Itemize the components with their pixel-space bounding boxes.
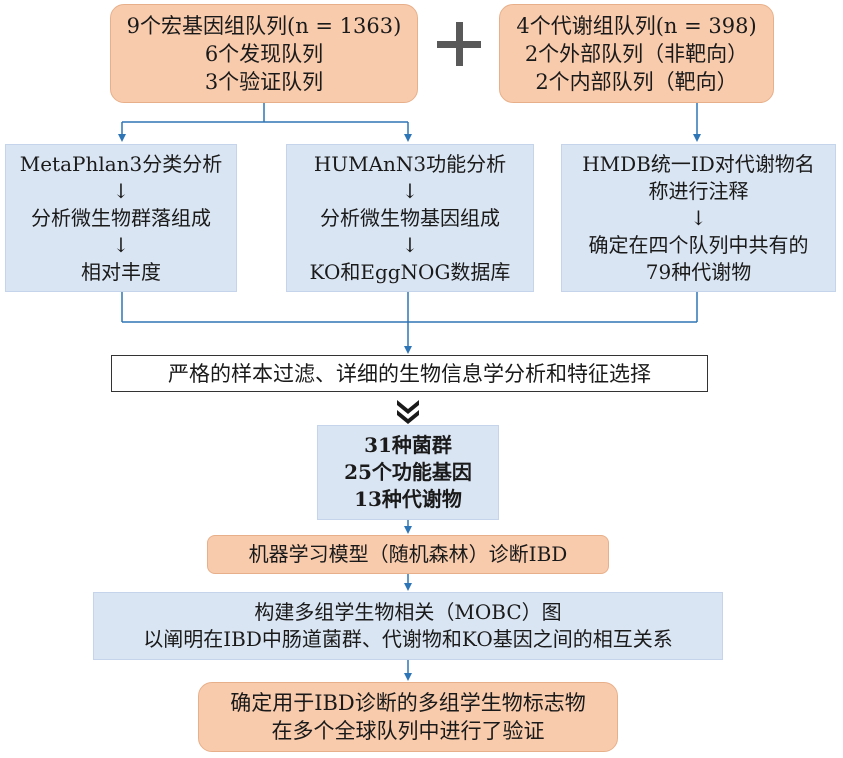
features-line-1: 31种菌群 — [364, 433, 452, 457]
ml-model-label: 机器学习模型（随机森林）诊断IBD — [248, 542, 568, 566]
double-chevron-down-icon — [397, 400, 419, 424]
down-arrow-icon: ↓ — [112, 232, 130, 257]
metagenome-line-2: 6个发现队列 — [204, 41, 324, 66]
metabolite-annotation-box: HMDB统一ID对代谢物名 称进行注释 ↓ 确定在四个队列中共有的 79种代谢物 — [561, 144, 836, 292]
down-arrow-icon: ↓ — [112, 178, 130, 203]
col1-line-5: 相对丰度 — [81, 259, 161, 284]
functional-analysis-box: HUMAnN3功能分析 ↓ 分析微生物基因组成 ↓ KO和EggNOG数据库 — [286, 144, 534, 292]
col1-line-1: MetaPhlan3分类分析 — [19, 151, 223, 176]
filtering-step-box: 严格的样本过滤、详细的生物信息学分析和特征选择 — [111, 355, 708, 392]
col1-line-3: 分析微生物群落组成 — [31, 205, 211, 230]
metabolome-cohorts-box: 4个代谢组队列(n = 398) 2个外部队列（非靶向） 2个内部队列（靶向） — [499, 4, 774, 103]
mobc-line-1: 构建多组学生物相关（MOBC）图 — [254, 600, 562, 624]
down-arrow-icon: ↓ — [401, 232, 419, 257]
mobc-line-2: 以阐明在IBD中肠道菌群、代谢物和KO基因之间的相互关系 — [143, 627, 673, 651]
metagenome-cohorts-box: 9个宏基因组队列(n = 1363) 6个发现队列 3个验证队列 — [110, 4, 418, 103]
col2-line-1: HUMAnN3功能分析 — [313, 151, 507, 176]
final-line-2: 在多个全球队列中进行了验证 — [271, 719, 545, 743]
features-line-3: 13种代谢物 — [354, 487, 462, 511]
metabolome-line-1: 4个代谢组队列(n = 398) — [516, 13, 757, 38]
features-line-2: 25个功能基因 — [344, 460, 472, 484]
mobc-graph-box: 构建多组学生物相关（MOBC）图 以阐明在IBD中肠道菌群、代谢物和KO基因之间… — [93, 592, 723, 660]
metagenome-line-1: 9个宏基因组队列(n = 1363) — [126, 13, 402, 38]
col2-line-3: 分析微生物基因组成 — [320, 205, 500, 230]
down-arrow-icon: ↓ — [401, 178, 419, 203]
col2-line-5: KO和EggNOG数据库 — [309, 259, 511, 284]
filtering-step-label: 严格的样本过滤、详细的生物信息学分析和特征选择 — [168, 361, 651, 386]
taxonomy-analysis-box: MetaPhlan3分类分析 ↓ 分析微生物群落组成 ↓ 相对丰度 — [5, 144, 237, 292]
ml-model-box: 机器学习模型（随机森林）诊断IBD — [207, 535, 609, 574]
selected-features-box: 31种菌群 25个功能基因 13种代谢物 — [317, 425, 499, 520]
metabolome-line-3: 2个内部队列（靶向） — [535, 69, 738, 94]
plus-icon — [437, 22, 481, 66]
biomarker-validation-box: 确定用于IBD诊断的多组学生物标志物 在多个全球队列中进行了验证 — [198, 682, 618, 752]
down-arrow-icon: ↓ — [690, 205, 707, 230]
col3-line-4: 确定在四个队列中共有的 — [588, 232, 809, 257]
metagenome-line-3: 3个验证队列 — [204, 69, 324, 94]
metabolome-line-2: 2个外部队列（非靶向） — [524, 41, 749, 66]
final-line-1: 确定用于IBD诊断的多组学生物标志物 — [230, 691, 586, 715]
col3-line-2: 称进行注释 — [648, 178, 749, 203]
col3-line-5: 79种代谢物 — [645, 259, 752, 284]
col3-line-1: HMDB统一ID对代谢物名 — [582, 151, 815, 176]
